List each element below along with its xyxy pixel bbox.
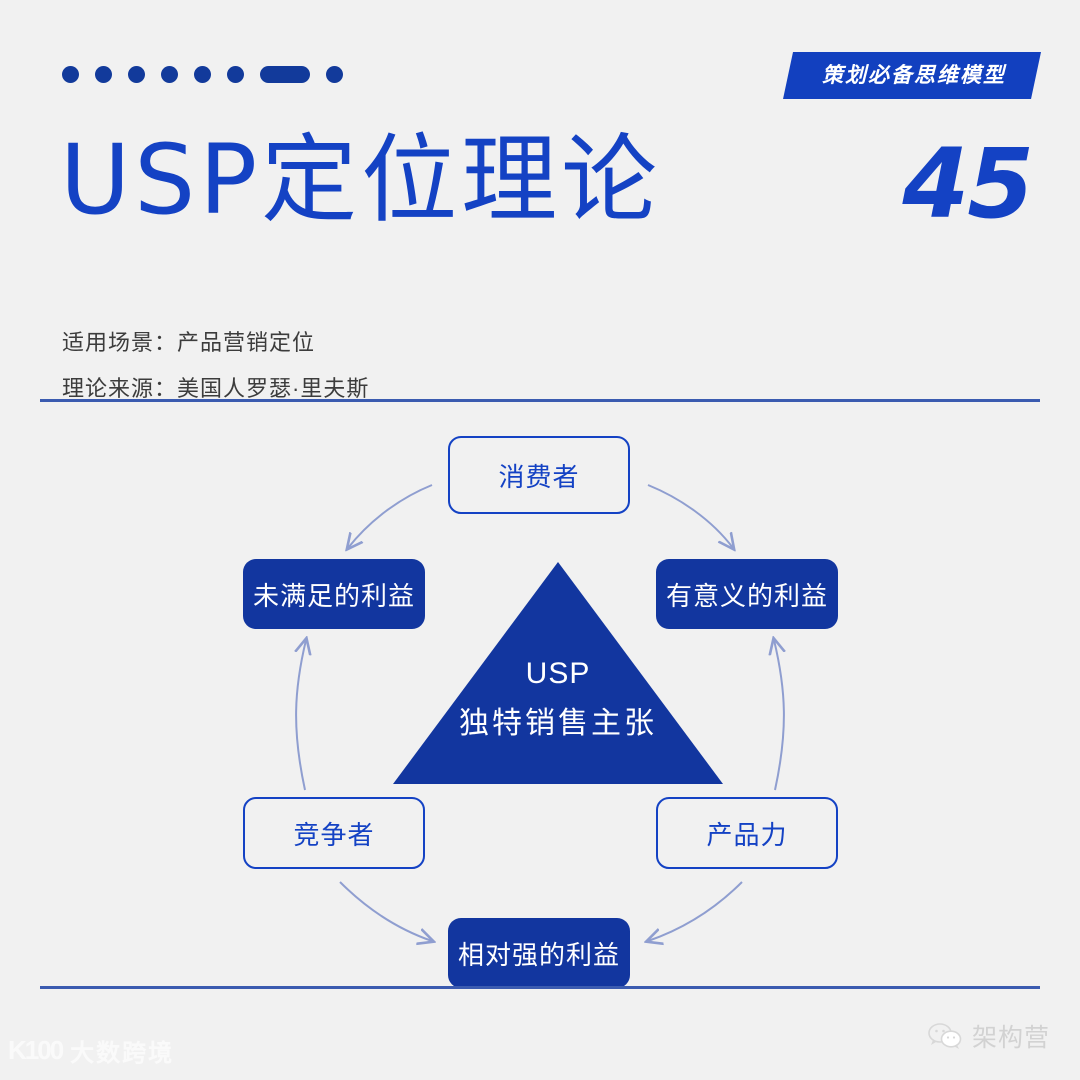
node-competitor-label: 竞争者: [293, 819, 375, 850]
meta-source-line: 理论来源：美国人罗瑟·里夫斯: [62, 366, 369, 412]
arrow-productpower-to-meaningful: [774, 640, 784, 791]
decoration-dot: [326, 65, 343, 83]
divider-bottom: [40, 986, 1040, 989]
node-meaningful-benefit-label: 有意义的利益: [665, 580, 828, 611]
watermark-right: 架构营: [928, 1018, 1050, 1054]
meta-scene-label: 适用场景：: [62, 330, 178, 355]
decoration-dot: [95, 65, 112, 83]
node-product-power-label: 产品力: [706, 819, 788, 850]
arrow-productpower-to-relative: [648, 881, 743, 941]
node-product-power[interactable]: 产品力: [656, 797, 838, 869]
meta-scene-line: 适用场景：产品营销定位: [62, 320, 369, 366]
wechat-icon: [928, 1022, 962, 1050]
decoration-pill: [260, 65, 310, 83]
node-competitor[interactable]: 竞争者: [243, 797, 425, 869]
watermark-left-label: 大数跨境: [70, 1040, 175, 1067]
arrow-competitor-to-relative: [339, 881, 432, 941]
arrow-consumer-to-meaningful: [647, 484, 733, 548]
usp-diagram: USP 独特销售主张 消费者 未满足的利益 有意义的利益 竞争者 产品力 相对强…: [0, 400, 1080, 990]
node-consumer-label: 消费者: [498, 461, 580, 492]
watermark-right-label: 架构营: [971, 1024, 1050, 1052]
watermark-left-logo-icon: K100: [8, 1035, 64, 1065]
arrow-consumer-to-unmet: [348, 484, 433, 548]
node-relative-benefit-label: 相对强的利益: [457, 939, 620, 970]
meta-info: 适用场景：产品营销定位 理论来源：美国人罗瑟·里夫斯: [62, 320, 369, 412]
arrow-competitor-to-unmet: [296, 640, 306, 791]
meta-scene-value: 产品营销定位: [177, 330, 316, 355]
node-unmet-benefit[interactable]: 未满足的利益: [243, 559, 425, 629]
decoration-dot: [161, 65, 178, 83]
triangle-shape: [393, 562, 723, 784]
decoration-dot: [62, 65, 79, 83]
node-consumer[interactable]: 消费者: [448, 436, 630, 514]
category-badge-label: 策划必备思维模型: [822, 64, 1006, 87]
category-badge: 策划必备思维模型: [782, 52, 1042, 100]
node-unmet-benefit-label: 未满足的利益: [252, 580, 415, 611]
model-number: 45: [902, 128, 1034, 240]
page-title: USP定位理论: [60, 124, 662, 236]
meta-source-label: 理论来源：: [62, 376, 178, 401]
dot-decoration: [62, 64, 343, 84]
decoration-dot: [194, 65, 211, 83]
decoration-dot: [227, 65, 244, 83]
meta-source-value: 美国人罗瑟·里夫斯: [177, 376, 370, 401]
watermark-left: K100 大数跨境: [8, 1033, 174, 1068]
node-meaningful-benefit[interactable]: 有意义的利益: [656, 559, 838, 629]
decoration-dot: [128, 65, 145, 83]
divider-top: [40, 399, 1040, 402]
node-relative-benefit[interactable]: 相对强的利益: [448, 918, 630, 988]
